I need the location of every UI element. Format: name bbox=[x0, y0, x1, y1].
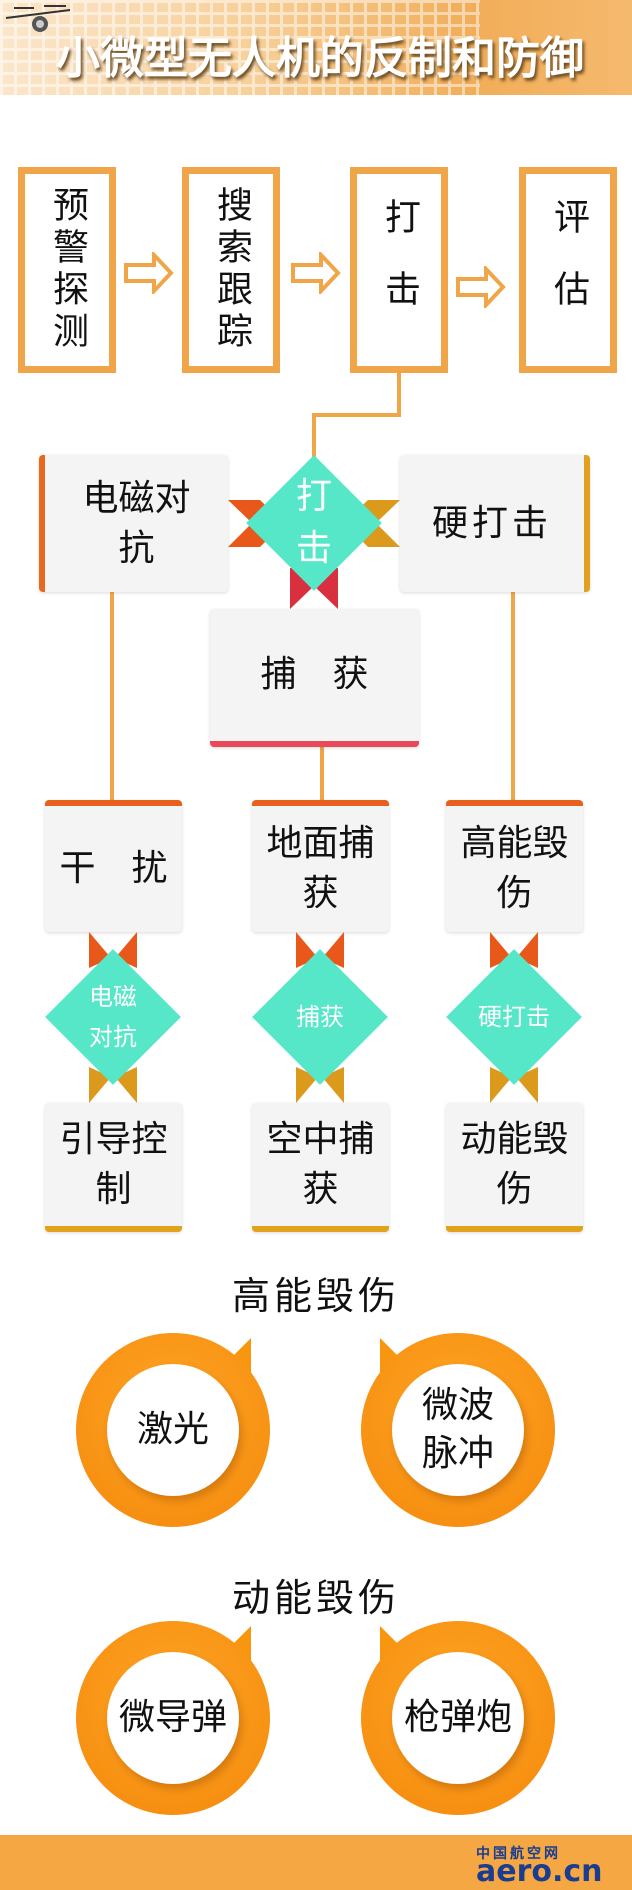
connector-line bbox=[320, 747, 324, 802]
box-label: 动能毁伤 bbox=[460, 1118, 569, 1210]
step-search-track: 搜索跟踪 bbox=[182, 167, 280, 373]
high-energy-heading: 高能毁伤 bbox=[231, 1274, 400, 1318]
box-label: 硬打击 bbox=[431, 502, 552, 544]
weapon-label: 微波脉冲 bbox=[421, 1385, 494, 1474]
step-strike: 打击 bbox=[350, 167, 448, 373]
box-hard-strike: 硬打击 bbox=[400, 455, 590, 592]
step-label: 评估 bbox=[548, 198, 589, 342]
connector-line bbox=[397, 373, 401, 417]
box-label: 捕 获 bbox=[260, 654, 369, 695]
step-assess: 评估 bbox=[519, 167, 617, 373]
column-diamond-label: 硬打击 bbox=[454, 957, 574, 1077]
box-label: 高能毁伤 bbox=[460, 823, 569, 914]
box-label: 地面捕获 bbox=[266, 823, 375, 914]
arrow-right-icon bbox=[124, 252, 174, 294]
arrow-right-icon bbox=[456, 266, 506, 308]
diamond-label: 打击 bbox=[295, 476, 332, 569]
connector-line bbox=[511, 592, 515, 802]
ring-label-disc: 激光 bbox=[107, 1364, 239, 1496]
box-label: 干 扰 bbox=[59, 848, 168, 889]
step-label: 预警探测 bbox=[47, 186, 88, 354]
ring-label-disc: 微波脉冲 bbox=[392, 1364, 524, 1496]
connector-line bbox=[110, 592, 114, 802]
connector-line bbox=[312, 413, 316, 459]
weapon-label: 微导弹 bbox=[118, 1697, 227, 1738]
column-diamond-label: 电磁对抗 bbox=[53, 957, 173, 1077]
diamond-label: 电磁对抗 bbox=[89, 983, 137, 1051]
strike-diamond-label: 打击 bbox=[266, 459, 362, 587]
column-bottom-box: 引导控制 bbox=[45, 1103, 182, 1232]
step-early-warning: 预警探测 bbox=[18, 167, 116, 373]
column-top-box: 干 扰 bbox=[45, 800, 182, 932]
column-top-box: 高能毁伤 bbox=[446, 800, 583, 932]
box-electromagnetic: 电磁对抗 bbox=[39, 455, 228, 592]
column-bottom-box: 空中捕获 bbox=[252, 1103, 389, 1232]
column-bottom-box: 动能毁伤 bbox=[446, 1103, 583, 1232]
weapon-label: 枪弹炮 bbox=[403, 1697, 512, 1738]
step-label: 搜索跟踪 bbox=[211, 186, 252, 354]
connector-line bbox=[312, 413, 401, 417]
ring-label-disc: 枪弹炮 bbox=[392, 1652, 524, 1784]
footer-bar bbox=[0, 1835, 632, 1890]
step-label: 打击 bbox=[379, 198, 420, 342]
box-label: 引导控制 bbox=[59, 1118, 168, 1210]
diamond-label: 捕获 bbox=[296, 1003, 344, 1031]
ring-label-disc: 微导弹 bbox=[107, 1652, 239, 1784]
logo-en: aero.cn bbox=[476, 1854, 603, 1889]
weapon-label: 激光 bbox=[136, 1409, 209, 1450]
column-diamond-label: 捕获 bbox=[260, 957, 380, 1077]
diamond-label: 硬打击 bbox=[478, 1003, 550, 1031]
logo-cn: 中国航空网 bbox=[476, 1846, 561, 1862]
box-label: 电磁对抗 bbox=[82, 477, 191, 569]
page-title: 小微型无人机的反制和防御 bbox=[56, 33, 584, 84]
arrow-right-icon bbox=[291, 252, 341, 294]
column-top-box: 地面捕获 bbox=[252, 800, 389, 932]
kinetic-heading: 动能毁伤 bbox=[231, 1576, 400, 1620]
box-capture: 捕 获 bbox=[210, 609, 419, 747]
box-label: 空中捕获 bbox=[266, 1118, 375, 1210]
drone-icon bbox=[5, 5, 71, 32]
